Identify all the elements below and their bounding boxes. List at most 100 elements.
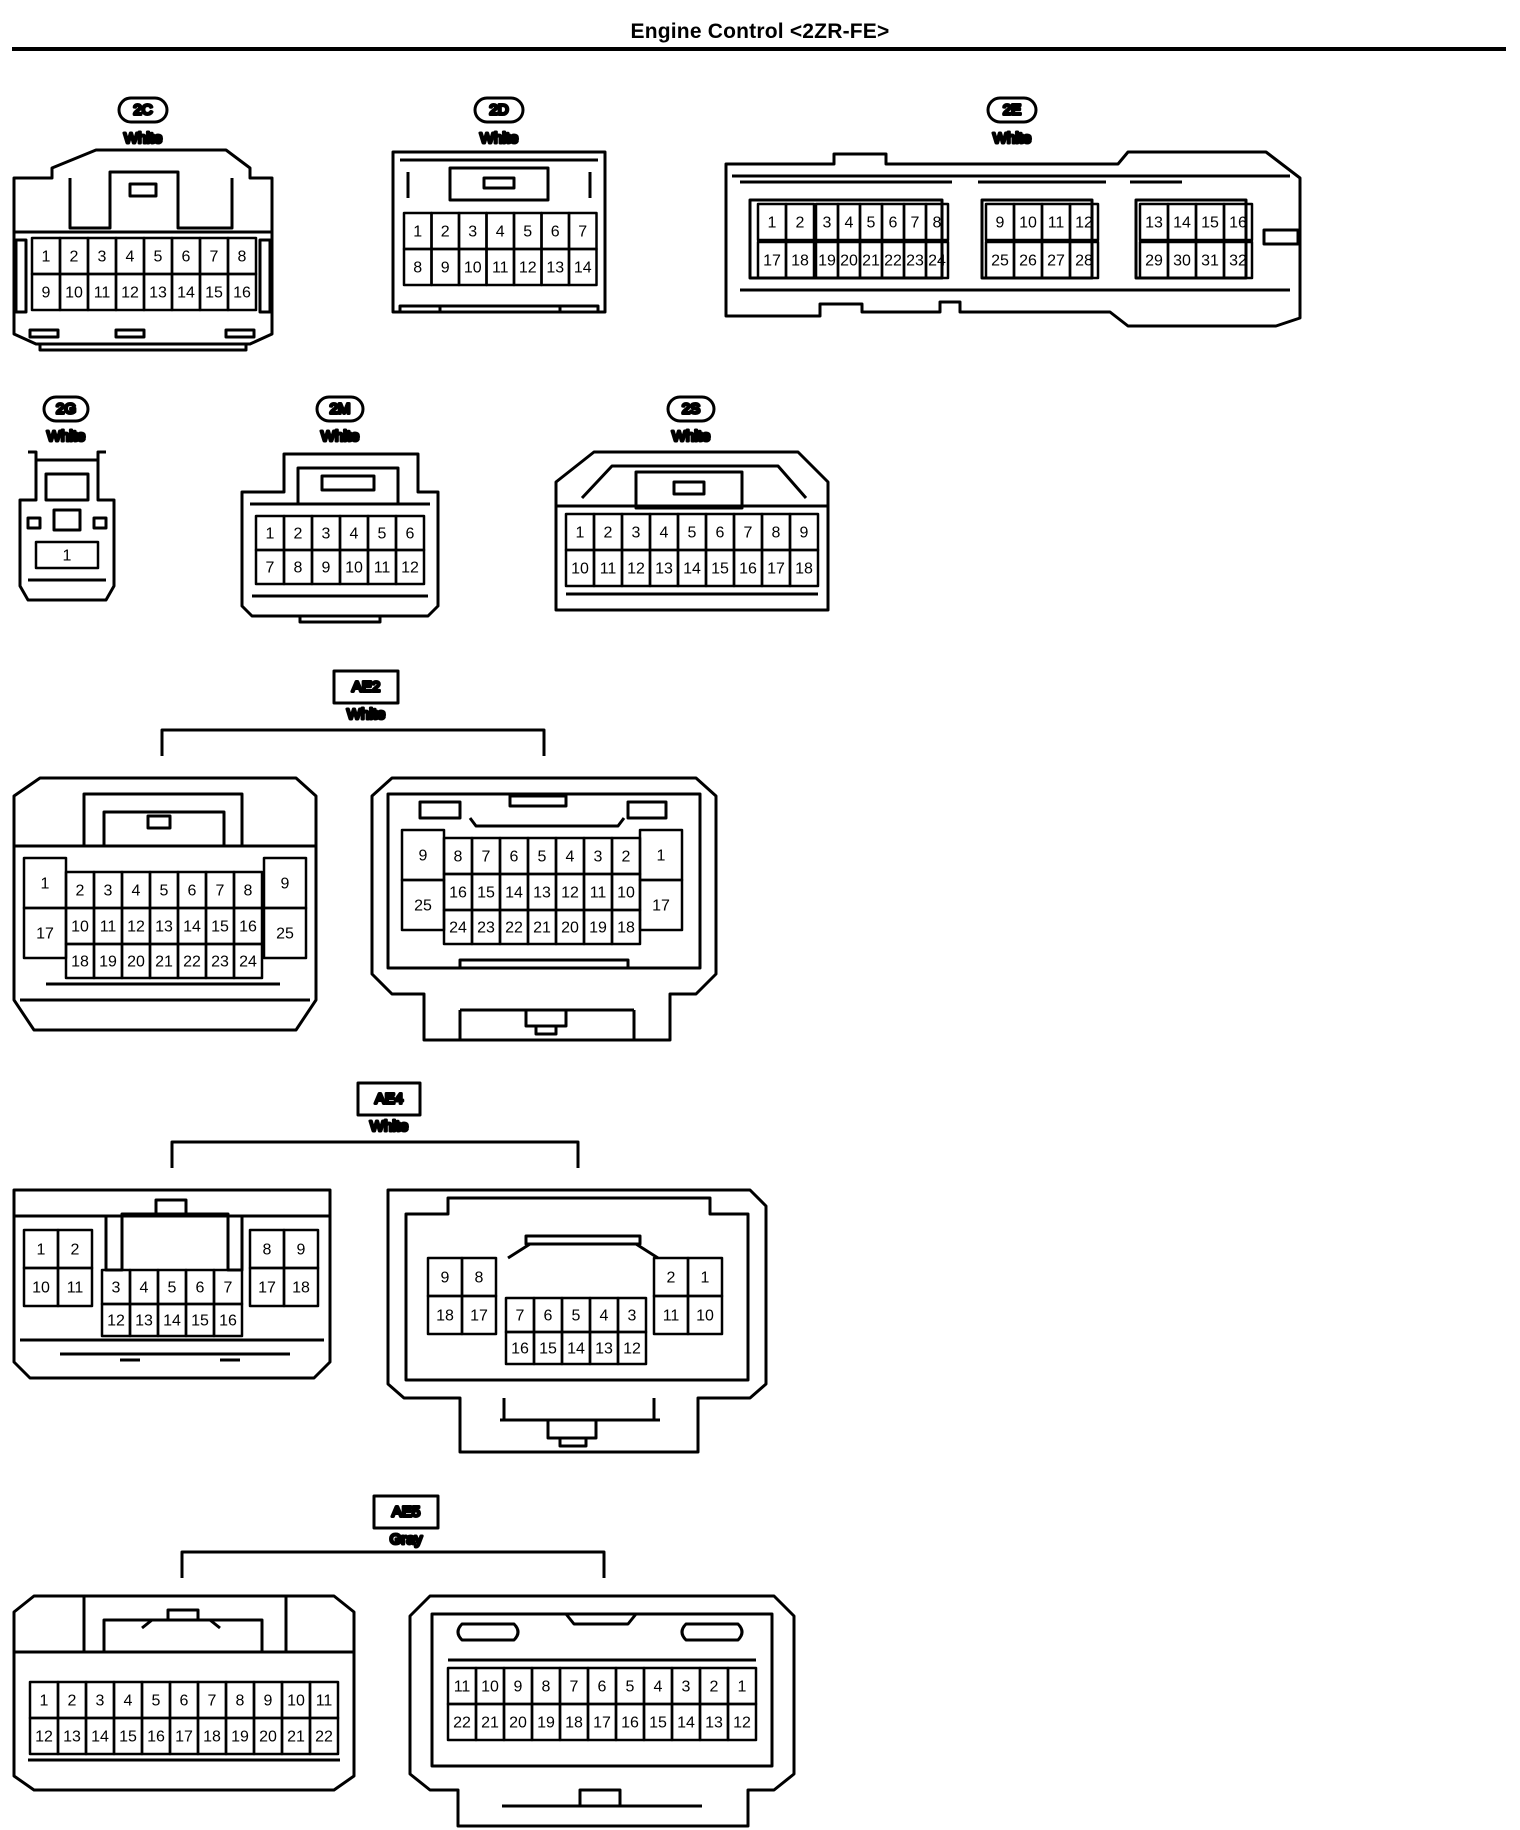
connector-2S-pin-12: 12: [627, 561, 645, 578]
connector-2C-pin-11: 11: [94, 285, 111, 302]
connector-2C-pin-10: 10: [65, 285, 83, 302]
page-title: Engine Control <2ZR-FE>: [630, 20, 890, 43]
connector-AE2-male-pin-15: 15: [211, 919, 229, 936]
connector-2M-id: 2M: [330, 401, 351, 418]
connector-2E-pin-28: 28: [1075, 253, 1093, 270]
connector-AE4-female-pin-17-cell: [460, 1294, 498, 1336]
connector-2S-pin-14: 14: [683, 561, 701, 578]
connector-AE2-male-pin-19: 19: [99, 954, 117, 971]
connector-AE4-male-pin-17: 17: [258, 1280, 276, 1297]
connector-2C-latch: [68, 170, 234, 230]
connector-AE2-male-pin-4: 4: [132, 883, 141, 900]
connector-AE5-male-pin-2: 2: [68, 1693, 77, 1710]
connector-2C-pin-6: 6: [182, 249, 191, 266]
connector-AE4-male-pin-14: 14: [163, 1313, 181, 1330]
connector-AE4-female-pin-14: 14: [567, 1341, 585, 1358]
connector-AE2-color: White: [347, 706, 385, 723]
title-rule: [12, 47, 1506, 51]
connector-2C-pin-5: 5: [154, 249, 163, 266]
connector-2D-pin-3: 3: [468, 224, 477, 241]
connector-AE2-female-pin-12: 12: [561, 885, 579, 902]
connector-2D-color: White: [480, 130, 518, 147]
connector-2S-pin-4: 4: [660, 525, 669, 542]
connector-2G-pin-1-cell: [34, 540, 100, 570]
connector-2E-pin-10: 10: [1019, 215, 1037, 232]
connector-AE5-female-pin-6: 6: [598, 1679, 607, 1696]
connector-2D-pin-10: 10: [464, 260, 482, 277]
connector-AE2-female-pin-2: 2: [622, 849, 631, 866]
connector-AE5-female-pin-19: 19: [537, 1715, 555, 1732]
connector-AE5-female-pin-3: 3: [682, 1679, 691, 1696]
connector-AE2-female-pin-18: 18: [617, 920, 635, 937]
connector-AE5-color: Gray: [390, 1531, 423, 1548]
connector-AE4-female-pin-17: 17: [470, 1308, 488, 1325]
connector-AE4-male-pin-18-cell: [282, 1266, 320, 1308]
connector-2C-id: 2C: [133, 102, 152, 119]
connector-AE4-male-pin-15: 15: [191, 1313, 209, 1330]
connector-AE5-female-pin-17: 17: [593, 1715, 611, 1732]
connector-AE2-female-pin-19: 19: [589, 920, 607, 937]
connector-AE4-male-pin-9: 9: [297, 1242, 306, 1259]
connector-2E-pin-15: 15: [1201, 215, 1219, 232]
connector-AE2-female-pin-11: 11: [590, 885, 607, 902]
connector-AE2-female-pin-6: 6: [510, 849, 519, 866]
connector-2G-tag-box: [42, 395, 90, 423]
connector-2E-pin-8-cell: [924, 202, 950, 242]
connector-AE5-female-pin-7: 7: [570, 1679, 579, 1696]
connector-AE5-female-pin-15: 15: [649, 1715, 667, 1732]
connector-AE4-id: AE4: [375, 1091, 403, 1108]
connector-2M-pin-11: 11: [374, 560, 391, 577]
connector-AE4-female-pin-16: 16: [511, 1341, 529, 1358]
connector-AE2-male-pin-21: 21: [155, 954, 173, 971]
connector-AE4-female-pin-8: 8: [475, 1270, 484, 1287]
connector-2E-pin-31: 31: [1201, 253, 1219, 270]
connector-2D-pin-4: 4: [496, 224, 505, 241]
connector-AE2-male-pin-13: 13: [155, 919, 173, 936]
connector-2E-pin-11: 11: [1048, 215, 1065, 232]
connector-AE2-male-pin-1: 1: [41, 876, 50, 893]
connector-2S-pin-18-cell: [788, 548, 820, 588]
connector-AE5-female-pin-22: 22: [453, 1715, 471, 1732]
connector-2C-color: White: [124, 130, 162, 147]
connector-2E-pin-19: 19: [818, 253, 836, 270]
connector-2D-pin-2: 2: [441, 224, 450, 241]
connector-AE4-female-pin-18: 18: [436, 1308, 454, 1325]
connector-AE2-male-pin-25-cell: [262, 906, 308, 960]
connector-AE4-bracket: [170, 1140, 580, 1168]
connector-AE4-male-pin-5: 5: [168, 1280, 177, 1297]
connector-AE2-male-pin-10: 10: [71, 919, 89, 936]
connector-2E-pin-32-cell: [1222, 240, 1254, 280]
connector-2S-pin-3: 3: [632, 525, 641, 542]
connector-2C-pin-7: 7: [210, 249, 219, 266]
connector-AE5-male-pin-19: 19: [231, 1729, 249, 1746]
connector-2E-pin-30: 30: [1173, 253, 1191, 270]
connector-2E-pin-26: 26: [1019, 253, 1037, 270]
connector-2E-pin-23: 23: [906, 253, 924, 270]
connector-AE5-id: AE5: [392, 1504, 420, 1521]
connector-AE4-female-pin-13: 13: [595, 1341, 613, 1358]
connector-AE4-tag-box: [356, 1081, 422, 1117]
connector-2D-pin-6: 6: [551, 224, 560, 241]
connector-2E-pin-18: 18: [791, 253, 809, 270]
connector-AE4-male-pin-6: 6: [196, 1280, 205, 1297]
connector-AE5-female-pin-9: 9: [514, 1679, 523, 1696]
connector-2S-pin-11: 11: [600, 561, 617, 578]
connector-AE2-female-pin-10: 10: [617, 885, 635, 902]
connector-2E-pin-27: 27: [1047, 253, 1065, 270]
connector-AE5-male-pin-20: 20: [259, 1729, 277, 1746]
connector-AE5-male-housing: [12, 1594, 356, 1792]
connector-AE4-female-pin-5: 5: [572, 1308, 581, 1325]
connector-2M-pin-5: 5: [378, 526, 387, 543]
connector-AE5-female-pin-10: 10: [481, 1679, 499, 1696]
connector-2E-pin-12-cell: [1068, 202, 1100, 242]
connector-AE2-tag-box: [332, 669, 400, 705]
connector-2S-housing: [554, 450, 830, 612]
connector-AE5-male-pin-4: 4: [124, 1693, 133, 1710]
connector-AE5-male-pin-17: 17: [175, 1729, 193, 1746]
connector-AE2-female-pin-5: 5: [538, 849, 547, 866]
connector-2M-pin-1: 1: [266, 526, 275, 543]
connector-2C-pin-8: 8: [238, 249, 247, 266]
